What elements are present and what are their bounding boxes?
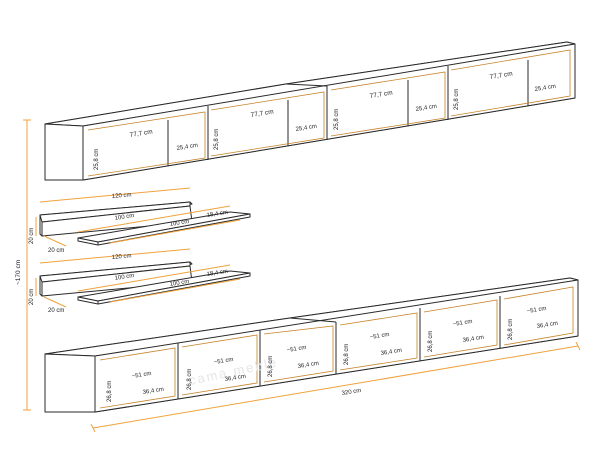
bottom-section-2-depth-label: 36,4 cm	[224, 374, 246, 383]
bottom-section-6-width-label: ~51 cm	[526, 306, 547, 315]
shelf-1-depth-label: 18,4 cm	[206, 210, 228, 219]
top-section-3-height-label: 25,8 cm	[334, 109, 340, 130]
top-section-3-depth-label: 25,4 cm	[415, 104, 437, 113]
top-section-2-depth-label: 25,4 cm	[295, 124, 317, 133]
total-width-label: 320 cm	[341, 388, 361, 397]
overall-height-label: ~170 cm	[15, 260, 22, 285]
shelf-2-shelf-width-label: 100 cm	[114, 273, 134, 282]
shelf-1-panel-height-label: 20 cm	[29, 228, 35, 244]
shelf-unit-2: 120 cm 100 cm 100 cm 18,4 cm 20 cm 20 cm	[29, 248, 251, 314]
shelf-2-depth-label: 18,4 cm	[206, 269, 228, 278]
top-wall-cabinet	[44, 41, 576, 181]
shelf-1-shelf-width-label-2: 100 cm	[169, 219, 189, 228]
top-section-4-width-label: 77,7 cm	[489, 70, 513, 81]
bottom-section-1-height-label: 26,8 cm	[107, 381, 113, 402]
shelf-1-shelf-width-label: 100 cm	[114, 213, 134, 222]
top-section-1-height-label: 25,8 cm	[94, 149, 100, 170]
shelf-2-shelf-width-label-2: 100 cm	[169, 279, 189, 288]
bottom-section-5-height-label: 26,8 cm	[428, 331, 434, 352]
bottom-section-3-height-label: 26,8 cm	[268, 356, 274, 377]
top-section-2-height-label: 25,8 cm	[214, 129, 220, 150]
bottom-tv-cabinet: cama meble	[44, 277, 579, 413]
shelf-2-panel-height-label: 20 cm	[29, 289, 35, 305]
bottom-section-2-width-label: ~51 cm	[213, 357, 234, 366]
shelf-1-panel-width-label: 120 cm	[112, 192, 132, 200]
top-section-4-depth-label: 25,4 cm	[534, 84, 556, 93]
bottom-section-4-height-label: 26,8 cm	[344, 344, 350, 365]
shelf-2-panel-width-label: 120 cm	[112, 253, 132, 261]
bottom-section-5-depth-label: 36,4 cm	[462, 335, 484, 344]
top-section-1-depth-label: 25,4 cm	[176, 143, 198, 152]
shelf-1-offset-label: 20 cm	[48, 248, 64, 254]
bottom-section-6-height-label: 26,8 cm	[508, 319, 514, 340]
bottom-section-1-width-label: ~51 cm	[131, 371, 152, 380]
bottom-cabinet-labels: ~51 cm ~51 cm ~51 cm ~51 cm ~51 cm ~51 c…	[107, 306, 558, 402]
bottom-section-2-height-label: 26,8 cm	[187, 369, 193, 390]
bottom-section-4-depth-label: 36,4 cm	[380, 348, 402, 357]
bottom-section-4-width-label: ~51 cm	[369, 332, 390, 341]
overall-height-dimension: ~170 cm	[15, 119, 31, 411]
top-section-1-width-label: 77,7 cm	[129, 128, 153, 139]
top-section-3-width-label: 77,7 cm	[369, 89, 393, 100]
bottom-section-5-width-label: ~51 cm	[452, 319, 473, 328]
bottom-section-1-depth-label: 36,4 cm	[142, 387, 164, 396]
top-cabinet-labels: 77,7 cm 77,7 cm 77,7 cm 77,7 cm 25,4 cm …	[94, 70, 556, 170]
bottom-section-3-depth-label: 36,4 cm	[297, 361, 319, 370]
bottom-section-6-depth-label: 36,4 cm	[536, 321, 558, 330]
top-section-4-height-label: 25,8 cm	[454, 89, 460, 110]
total-width-dimension: 320 cm	[90, 341, 581, 433]
bottom-section-3-width-label: ~51 cm	[286, 345, 307, 354]
shelf-2-offset-label: 20 cm	[48, 308, 64, 314]
top-section-2-width-label: 77,7 cm	[250, 108, 274, 119]
shelf-unit-1: 120 cm 100 cm 100 cm 18,4 cm 20 cm 20 cm	[29, 187, 251, 254]
